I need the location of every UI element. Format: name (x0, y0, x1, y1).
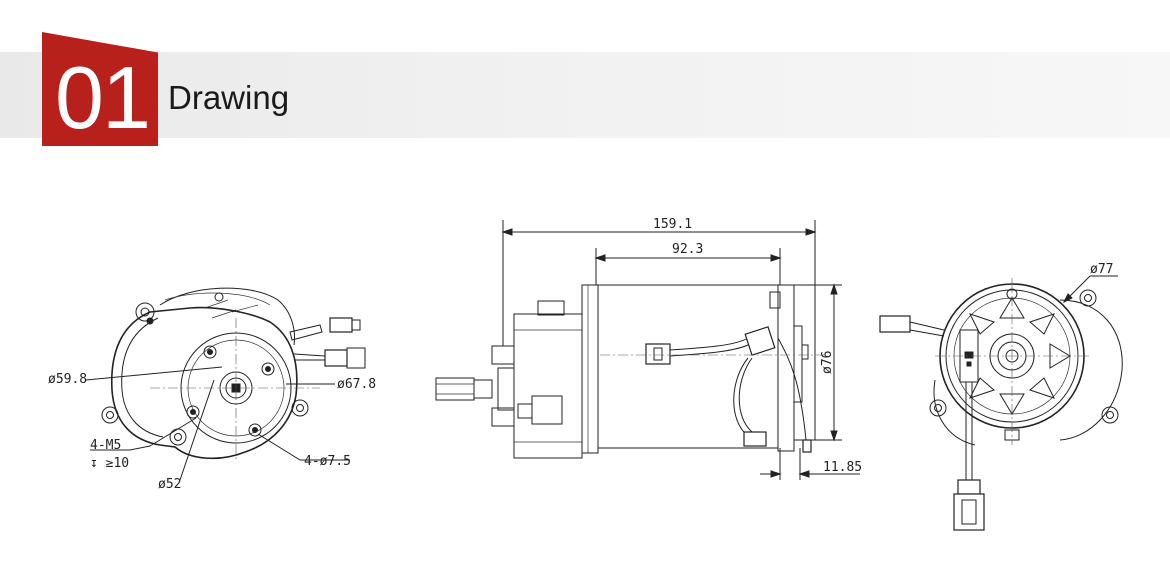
section-number: 01 (55, 48, 151, 147)
left-view (85, 287, 366, 481)
right-view (879, 275, 1123, 531)
dim-body-length: 92.3 (672, 242, 703, 257)
dim-pilot: ø52 (158, 477, 181, 492)
dim-rear-diameter: ø77 (1090, 262, 1113, 277)
side-view (435, 220, 860, 480)
dim-threads-depth: ↧ ≥10 (90, 456, 129, 471)
dim-flange: ø67.8 (337, 377, 376, 392)
dim-bolt-circle-outer: ø59.8 (48, 372, 87, 387)
section-number-block (42, 32, 158, 146)
dim-threads-count: 4-M5 (90, 438, 121, 453)
dim-motor-diameter: ø76 (820, 351, 835, 374)
header-band (0, 52, 1170, 138)
dim-end-cap: 11.85 (823, 460, 862, 475)
section-title: Drawing (168, 79, 290, 116)
dim-holes: 4-ø7.5 (304, 454, 351, 469)
dim-overall-length: 159.1 (653, 217, 692, 232)
